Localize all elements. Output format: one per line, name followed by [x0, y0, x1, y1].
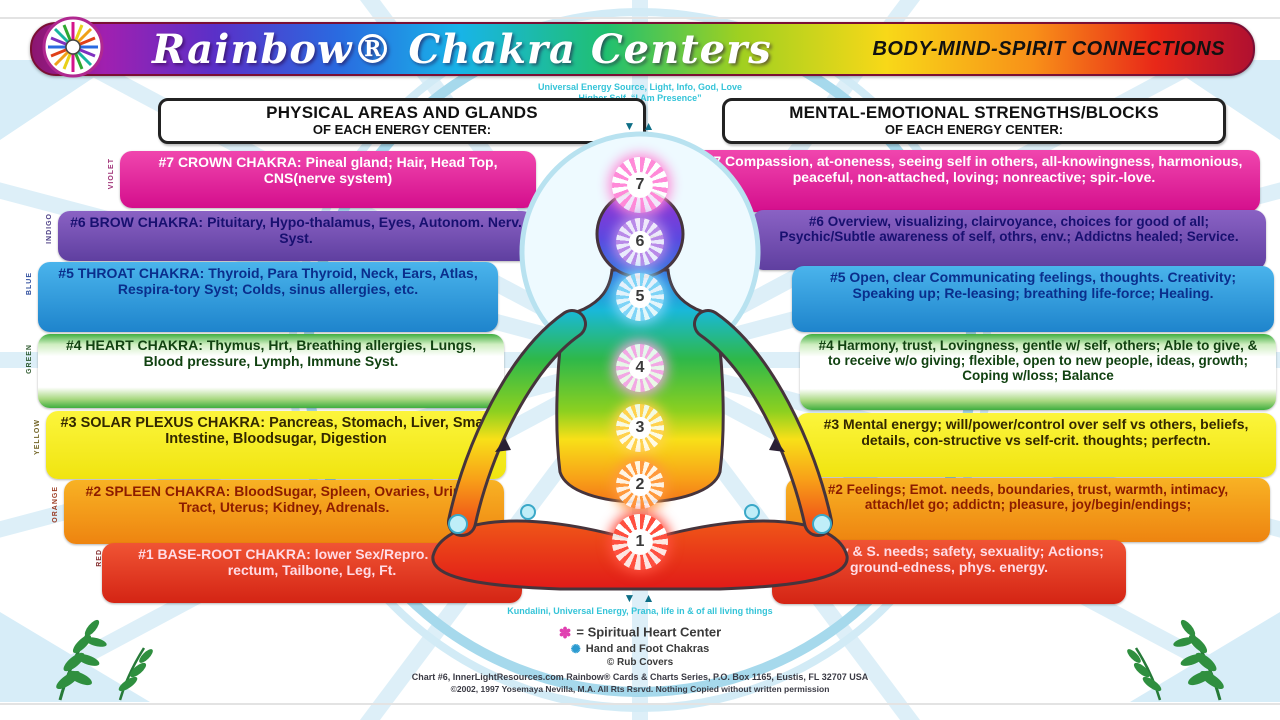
left-column-title: PHYSICAL AREAS AND GLANDS: [266, 103, 538, 122]
mental-row-throat: #5 Open, clear Communicating feelings, t…: [792, 266, 1274, 332]
chakra-number-2: 2: [635, 476, 645, 493]
chakra-number-6: 6: [635, 233, 645, 250]
figure-arm-left: [450, 312, 584, 534]
chakra-wheel-icon: [42, 16, 104, 78]
hand-chakra-right: [812, 514, 832, 534]
mental-row-heart-text: #4 Harmony, trust, Lovingness, gentle w/…: [818, 338, 1258, 384]
chakra-number-1: 1: [635, 533, 645, 550]
chakra-number-5: 5: [635, 288, 645, 305]
chakra-burst-6: 6: [616, 218, 664, 266]
chakra-number-4: 4: [635, 359, 645, 376]
mental-row-throat-text: #5 Open, clear Communicating feelings, t…: [829, 269, 1237, 301]
mental-row-brow-text: #6 Overview, visualizing, clairvoyance, …: [779, 214, 1239, 245]
arrow-down-icon: ▼: [623, 591, 638, 605]
mental-row-crown: #7 Compassion, at-oneness, seeing self i…: [688, 150, 1260, 212]
energy-arrows-top: ▼ ▲: [616, 120, 664, 132]
right-column-subtitle: OF EACH ENERGY CENTER:: [884, 121, 1064, 137]
physical-row-heart: #4 HEART CHAKRA:Thymus, Hrt, Breathing a…: [38, 334, 504, 408]
chakra-burst-1: 1: [612, 514, 668, 570]
physical-row-spleen: #2 SPLEEN CHAKRA:BloodSugar, Spleen, Ova…: [64, 480, 504, 544]
physical-row-throat-title: #5 THROAT CHAKRA:: [58, 265, 205, 281]
poster-header: Rainbow® Chakra Centers BODY-MIND-SPIRIT…: [30, 22, 1255, 76]
physical-row-base: #1 BASE-ROOT CHAKRA:lower Sex/Repro. Sys…: [102, 543, 522, 603]
mental-row-crown-text: #7 Compassion, at-oneness, seeing self i…: [705, 153, 1243, 185]
hand-chakra-left: [448, 514, 468, 534]
mental-row-solar-text: #3 Mental energy; will/power/control ove…: [823, 416, 1249, 448]
mental-row-spleen: #2 Feelings; Emot. needs, boundaries, tr…: [786, 478, 1270, 542]
foot-chakra-right: [744, 504, 760, 520]
figure-arm-right: [696, 312, 830, 534]
arm-arrow-right: [769, 438, 785, 452]
arrow-down-icon: ▼: [623, 119, 638, 133]
chakra-number-7: 7: [635, 176, 645, 193]
physical-row-solar-title: #3 SOLAR PLEXUS CHAKRA:: [60, 415, 266, 431]
energy-arrows-bottom: ▼ ▲: [616, 592, 664, 604]
right-column-title: MENTAL-EMOTIONAL STRENGTHS/BLOCKS: [789, 103, 1159, 122]
left-column-header: PHYSICAL AREAS AND GLANDS OF EACH ENERGY…: [158, 98, 646, 144]
legend-hand-foot-label: Hand and Foot Chakras: [585, 642, 710, 655]
physical-row-crown-title: #7 CROWN CHAKRA:: [158, 154, 302, 170]
physical-row-spleen-title: #2 SPLEEN CHAKRA:: [85, 483, 231, 499]
chakra-burst-4: 4: [616, 344, 664, 392]
left-column-subtitle: OF EACH ENERGY CENTER:: [312, 121, 492, 137]
legend-rub-covers: © Rub Covers: [606, 657, 674, 668]
arm-arrow-left: [495, 438, 511, 452]
foot-chakra-left: [520, 504, 536, 520]
mental-row-base-text: #1 Body & S. needs; safety, sexuality; A…: [794, 543, 1104, 575]
physical-row-heart-title: #4 HEART CHAKRA:: [65, 337, 203, 353]
chakra-burst-2: 2: [616, 461, 664, 509]
mental-row-brow: #6 Overview, visualizing, clairvoyance, …: [752, 210, 1266, 270]
footer-copyright-line: ©2002, 1997 Yosemaya Nevilla, M.A. All R…: [450, 684, 830, 694]
physical-row-throat-body: Thyroid, Para Thyroid, Neck, Ears, Atlas…: [117, 265, 478, 297]
right-column-header: MENTAL-EMOTIONAL STRENGTHS/BLOCKS OF EAC…: [722, 98, 1226, 144]
physical-row-throat: #5 THROAT CHAKRA:Thyroid, Para Thyroid, …: [38, 262, 498, 332]
physical-row-spleen-body: BloodSugar, Spleen, Ovaries, Urinary Tra…: [178, 483, 483, 515]
physical-row-brow-body: Pituitary, Hypo-thalamus, Eyes, Autonom.…: [207, 214, 522, 246]
arrow-up-icon: ▲: [642, 119, 657, 133]
physical-row-crown: #7 CROWN CHAKRA:Pineal gland; Hair, Head…: [120, 151, 536, 208]
fern-decoration-right: [1127, 619, 1224, 701]
footer-publisher-line: Chart #6, InnerLightResources.com Rainbo…: [411, 672, 869, 682]
mental-row-spleen-text: #2 Feelings; Emot. needs, boundaries, tr…: [827, 482, 1229, 513]
mental-row-heart: #4 Harmony, trust, Lovingness, gentle w/…: [800, 334, 1276, 410]
letterbox-line-bottom: [0, 703, 1280, 705]
physical-row-heart-body: Thymus, Hrt, Breathing allergies, Lungs,…: [143, 337, 477, 369]
chakra-burst-3: 3: [616, 404, 664, 452]
physical-row-solar-body: Pancreas, Stomach, Liver, Small Intestin…: [165, 415, 492, 448]
flower-icon: ✽: [558, 625, 572, 642]
legend-spiritual-heart: ✽= Spiritual Heart Center: [0, 624, 1280, 642]
fern-decoration-left: [56, 619, 153, 701]
physical-row-crown-body: Pineal gland; Hair, Head Top, CNS(nerve …: [263, 154, 498, 186]
physical-row-brow-title: #6 BROW CHAKRA:: [70, 214, 204, 230]
chakra-burst-7: 7: [612, 157, 668, 213]
mental-row-solar-plexus: #3 Mental energy; will/power/control ove…: [796, 413, 1276, 477]
physical-row-solar-plexus: #3 SOLAR PLEXUS CHAKRA:Pancreas, Stomach…: [46, 411, 506, 479]
universal-energy-note-line1: Universal Energy Source, Light, Info, Go…: [537, 82, 743, 92]
legend-hand-foot: ✺ Hand and Foot Chakras: [0, 642, 1280, 656]
physical-row-brow: #6 BROW CHAKRA:Pituitary, Hypo-thalamus,…: [58, 211, 534, 261]
arrow-up-icon: ▲: [642, 591, 657, 605]
physical-row-base-title: #1 BASE-ROOT CHAKRA:: [138, 546, 311, 562]
letterbox-line-top: [0, 17, 1280, 19]
poster-title: Rainbow® Chakra Centers: [152, 25, 772, 73]
poster-subtitle: BODY-MIND-SPIRIT CONNECTIONS: [872, 37, 1225, 60]
legend-spiritual-heart-label: = Spiritual Heart Center: [576, 624, 722, 640]
hand-foot-chakra-icon: ✺: [570, 642, 581, 656]
chakra-number-3: 3: [635, 419, 645, 436]
chakra-burst-5: 5: [616, 273, 664, 321]
kundalini-note: Kundalini, Universal Energy, Prana, life…: [507, 606, 773, 616]
